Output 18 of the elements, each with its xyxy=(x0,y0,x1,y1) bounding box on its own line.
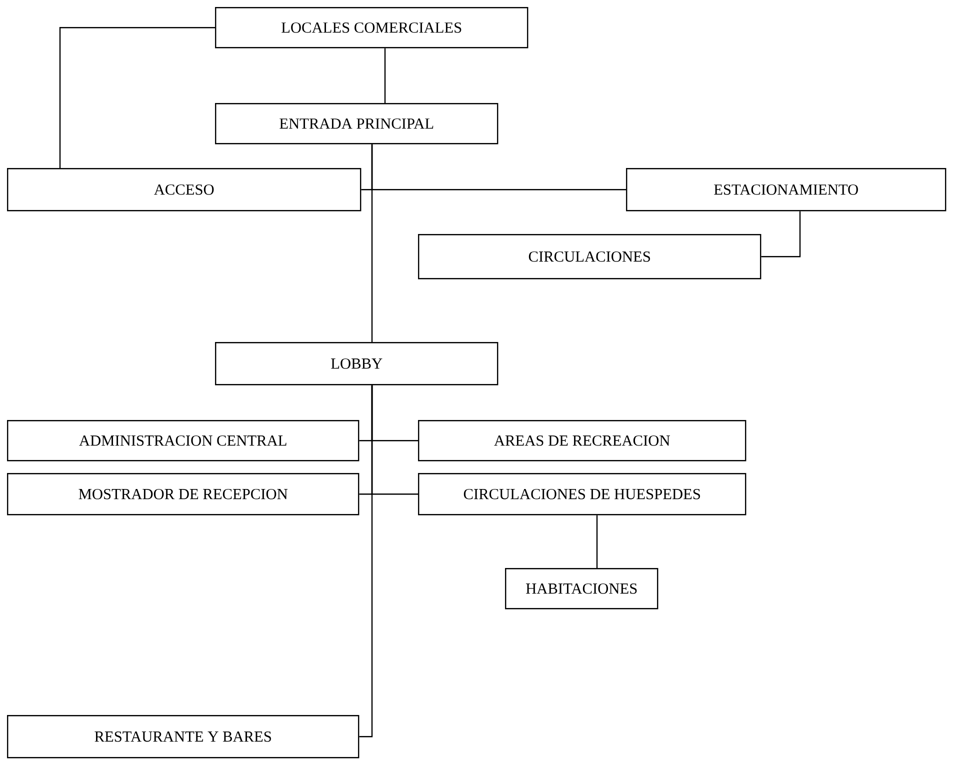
label-box: CIRCULACIONES DE HUESPEDES xyxy=(418,473,746,516)
label-box: RESTAURANTE Y BARES xyxy=(7,715,360,758)
label-box: ESTACIONAMIENTO xyxy=(626,168,946,212)
connector-line xyxy=(371,144,373,342)
label-box: LOBBY xyxy=(215,342,498,386)
label-box: HABITACIONES xyxy=(505,568,658,610)
label-box: ACCESO xyxy=(7,168,362,212)
label-box: LOCALES COMERCIALES xyxy=(215,7,528,48)
label-box: ENTRADA PRINCIPAL xyxy=(215,103,498,144)
connector-line xyxy=(359,385,373,738)
connector-line xyxy=(59,27,215,168)
label-box: MOSTRADOR DE RECEPCION xyxy=(7,473,360,516)
label-box: CIRCULACIONES xyxy=(418,234,762,280)
connector-line xyxy=(761,211,801,258)
label-box: AREAS DE RECREACION xyxy=(418,420,746,462)
label-box: ADMINISTRACION CENTRAL xyxy=(7,420,360,462)
connector-line xyxy=(384,48,386,103)
connector-line xyxy=(596,515,598,568)
